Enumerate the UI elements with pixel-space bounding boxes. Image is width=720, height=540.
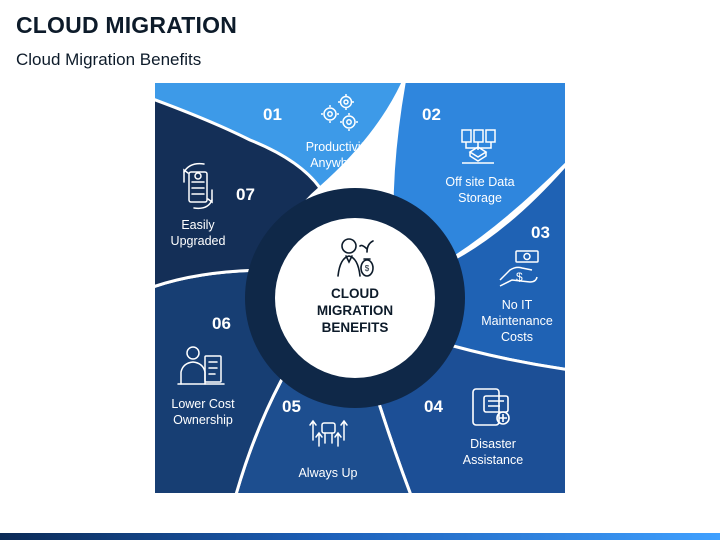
raised-fist-icon [309, 419, 348, 447]
segment-03-label-line-1: No IT [502, 298, 533, 312]
svg-text:$: $ [516, 270, 523, 284]
presenter-icon [177, 346, 225, 385]
page-subtitle: Cloud Migration Benefits [16, 50, 202, 69]
segment-03-number: 03 [531, 223, 550, 242]
segment-01-label-line-2: Anywhere [310, 156, 366, 170]
segment-06-label-line-1: Lower Cost [171, 397, 235, 411]
segment-01-number: 01 [263, 105, 282, 124]
segment-04-label-line-2: Assistance [463, 453, 523, 467]
data-storage-icon [461, 129, 496, 164]
segment-03-label-line-2: Maintenance [481, 314, 553, 328]
segment-06-label-line-2: Ownership [173, 413, 233, 427]
segment-04-number: 04 [424, 397, 443, 416]
segment-05-number: 05 [282, 397, 301, 416]
center-title-line-3: BENEFITS [322, 320, 389, 335]
center-title-line-1: CLOUD [331, 286, 379, 301]
support-device-icon [472, 388, 510, 426]
segment-04-label-line-1: Disaster [470, 437, 516, 451]
investor-icon: $ [337, 238, 374, 277]
segment-06-number: 06 [212, 314, 231, 333]
center-disc [275, 218, 435, 378]
segment-07-number: 07 [236, 185, 255, 204]
svg-text:$: $ [365, 264, 370, 273]
segment-07-label-line-2: Upgraded [171, 234, 226, 248]
money-hand-icon: $ [499, 250, 539, 287]
segment-03-label-line-3: Costs [501, 330, 533, 344]
page-title: CLOUD MIGRATION [16, 12, 238, 38]
segment-02-label-line-1: Off site Data [445, 175, 514, 189]
segment-02-label-line-2: Storage [458, 191, 502, 205]
segment-05-label-line-1: Always Up [298, 466, 357, 480]
center-title-line-2: MIGRATION [317, 303, 393, 318]
server-upgrade-icon [183, 162, 213, 210]
segment-02-number: 02 [422, 105, 441, 124]
segment-07-label-line-1: Easily [181, 218, 215, 232]
gears-icon [321, 94, 358, 131]
footer-accent-bar [0, 533, 720, 540]
segment-01-label-line-1: Productivity [306, 140, 371, 154]
